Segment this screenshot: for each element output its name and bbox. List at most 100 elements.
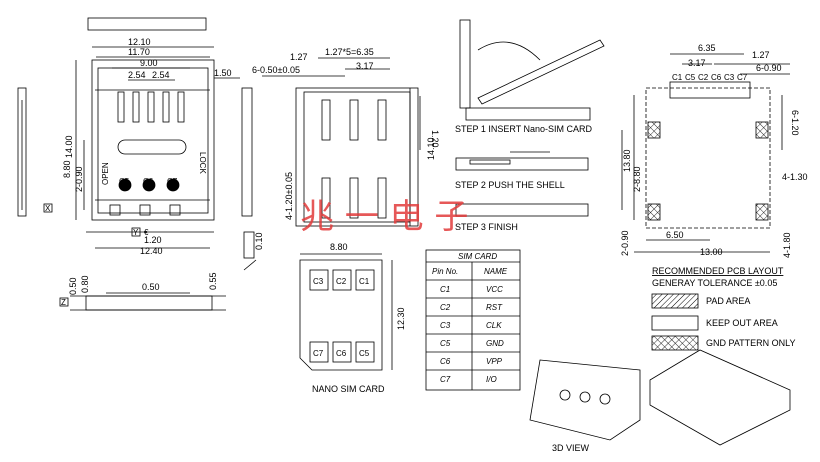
dim-1-20: 1.20 xyxy=(144,235,162,245)
pcb-pin-c2: C2 xyxy=(698,73,709,82)
dim-front-0-55: 0.55 xyxy=(208,272,218,290)
table-cell: VCC xyxy=(486,285,503,294)
dim-12-10: 12.10 xyxy=(128,37,151,47)
step1-caption: STEP 1 INSERT Nano-SIM CARD xyxy=(455,124,593,134)
open-label: OPEN xyxy=(101,162,110,185)
pcb-dim-2-0-90: 2-0.90 xyxy=(620,230,630,256)
dim-14-10: 14.10 xyxy=(426,137,436,160)
sim-table-header-name: NAME xyxy=(484,267,508,276)
dim-9-00: 9.00 xyxy=(140,58,158,68)
pcb-dim-6-35: 6.35 xyxy=(698,43,716,53)
dim-11-70: 11.70 xyxy=(128,47,150,57)
table-cell: C1 xyxy=(440,285,450,294)
pcb-pin-c3: C3 xyxy=(724,73,735,82)
card-pin-c2: C2 xyxy=(336,277,347,286)
dim-2-54-b: 2.54 xyxy=(152,70,170,80)
dim-0-10: 0.10 xyxy=(254,232,264,250)
step3-caption: STEP 3 FINISH xyxy=(455,222,518,232)
card-pin-c1: C1 xyxy=(359,277,370,286)
centerline-mark: € xyxy=(144,228,149,237)
pcb-dim-3-17: 3.17 xyxy=(688,58,706,68)
table-cell: I/O xyxy=(486,375,497,384)
front-view xyxy=(70,292,226,311)
sim-table xyxy=(425,249,521,391)
table-cell: C2 xyxy=(440,303,451,312)
legend-gnd: GND PATTERN ONLY xyxy=(706,338,796,348)
pcb-dim-4-1-80: 4-1.80 xyxy=(782,232,792,258)
sim-table-title: SIM CARD xyxy=(458,252,497,261)
card-pin-c7: C7 xyxy=(313,349,324,358)
dim-6-0-50: 6-0.50±0.05 xyxy=(252,65,300,75)
table-cell: CLK xyxy=(486,321,502,330)
step-diagrams xyxy=(455,19,605,217)
side-view-right xyxy=(241,87,257,271)
card-pin-c5: C5 xyxy=(359,349,370,358)
legend-swatch-gnd xyxy=(651,335,699,351)
legend xyxy=(651,293,699,351)
3d-view-caption: 3D VIEW xyxy=(552,443,590,453)
pcb-dim-6-50: 6.50 xyxy=(666,230,684,240)
pin-label-c5: C5 xyxy=(119,177,130,186)
connector-body-outline xyxy=(91,59,215,221)
pcb-layout xyxy=(621,53,790,253)
lock-label: LOCK xyxy=(198,152,207,174)
card-pin-c3: C3 xyxy=(313,277,324,286)
top-edge-outline xyxy=(87,17,207,31)
dim-2-54-a: 2.54 xyxy=(128,70,146,80)
card-height-dim: 12.30 xyxy=(396,307,406,330)
pin-label-c7: C7 xyxy=(167,177,178,186)
pcb-dim-4-1-30: 4-1.30 xyxy=(782,172,808,182)
3d-view xyxy=(529,349,791,446)
slot-opening xyxy=(117,139,187,155)
dim-front-0-80: 0.80 xyxy=(80,275,90,293)
side-view-left xyxy=(17,87,27,217)
pcb-dim-2-8-80: 2-8.80 xyxy=(632,166,642,192)
dim-2-0-90: 2-0.90 xyxy=(74,166,84,192)
table-cell: RST xyxy=(486,303,503,312)
dim-8-80: 8.80 xyxy=(62,160,72,178)
pcb-title: RECOMMENDED PCB LAYOUT xyxy=(652,266,784,276)
card-caption: NANO SIM CARD xyxy=(312,384,385,394)
table-cell: GND xyxy=(486,339,504,348)
pcb-dim-13-00: 13.00 xyxy=(700,247,723,257)
top-view xyxy=(75,17,240,249)
legend-swatch-pad xyxy=(651,293,699,309)
nano-sim-card xyxy=(299,253,393,371)
dim-front-0-50: 0.50 xyxy=(142,282,160,292)
y-datum-tag: Y xyxy=(133,228,139,237)
watermark: 兆 一 电 子 xyxy=(300,197,468,237)
legend-swatch-keepout xyxy=(651,315,699,331)
pcb-dim-13-80: 13.80 xyxy=(622,149,632,172)
top-contacts xyxy=(117,91,185,123)
dim-bottom-1-20: 1.20 xyxy=(430,130,440,148)
legend-pad: PAD AREA xyxy=(706,296,750,306)
table-cell: C3 xyxy=(440,321,451,330)
pcb-tolerance: GENERAY TOLERANCE ±0.05 xyxy=(652,278,777,288)
dim-1-27: 1.27 xyxy=(290,52,308,62)
table-cell: C6 xyxy=(440,357,451,366)
dim-12-40: 12.40 xyxy=(140,246,163,256)
dim-1-27-times-5: 1.27*5=6.35 xyxy=(325,47,374,57)
step2-caption: STEP 2 PUSH THE SHELL xyxy=(455,180,565,190)
pcb-dim-1-27: 1.27 xyxy=(752,50,770,60)
pcb-pin-c6: C6 xyxy=(711,73,722,82)
dim-3-17: 3.17 xyxy=(356,61,374,71)
dim-4-1-20: 4-1.20±0.05 xyxy=(284,172,294,220)
table-cell: C7 xyxy=(440,375,451,384)
card-width-dim: 8.80 xyxy=(330,242,348,252)
dim-front-0-50-b: 0.50 xyxy=(68,277,78,295)
pcb-pin-c7: C7 xyxy=(737,73,748,82)
z-datum-tag: Z xyxy=(61,298,66,307)
pcb-gnd-pads xyxy=(647,121,769,221)
table-cell: VPP xyxy=(486,357,503,366)
dim-14-00: 14.00 xyxy=(64,135,74,158)
legend-keepout: KEEP OUT AREA xyxy=(706,318,778,328)
bottom-view xyxy=(262,57,421,227)
bottom-contacts xyxy=(321,99,387,219)
sim-table-header-pin: Pin No. xyxy=(432,267,458,276)
pcb-dim-6-0-90: 6-0.90 xyxy=(756,63,782,73)
x-datum-tag: X xyxy=(45,204,51,213)
table-cell: C5 xyxy=(440,339,451,348)
